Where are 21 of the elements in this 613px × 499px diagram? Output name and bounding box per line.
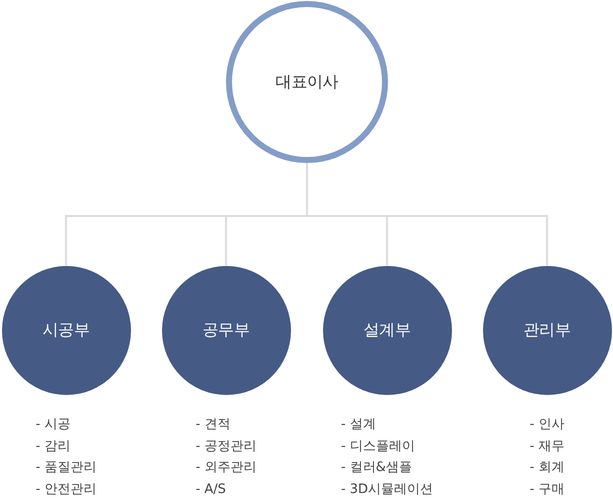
list-item: - 3D시뮬레이션	[340, 481, 434, 499]
list-item: - 회계	[530, 459, 564, 478]
list-item: - A/S	[196, 481, 226, 499]
list-item: - 품질관리	[36, 459, 96, 478]
list-item: - 공정관리	[196, 438, 256, 456]
list-item: - 디스플레이	[340, 438, 415, 456]
list-item: - 감리	[36, 438, 70, 456]
list-item: - 견적	[196, 416, 230, 434]
list-item: - 인사	[530, 416, 564, 434]
node-label: 설계부	[363, 320, 411, 340]
node-label: 시공부	[42, 320, 90, 340]
list-item: - 구매	[530, 481, 564, 499]
list-item: - 설계	[340, 416, 376, 434]
list-item: - 외주관리	[196, 459, 256, 478]
node-label: 공무부	[202, 320, 250, 340]
list-item: - 안전관리	[36, 481, 96, 499]
list-item: - 컬러&샘플	[340, 459, 412, 478]
list-item: - 재무	[530, 438, 564, 456]
node-label: 대표이사	[276, 72, 338, 92]
node-label: 관리부	[523, 320, 571, 340]
list-item: - 시공	[36, 416, 70, 434]
